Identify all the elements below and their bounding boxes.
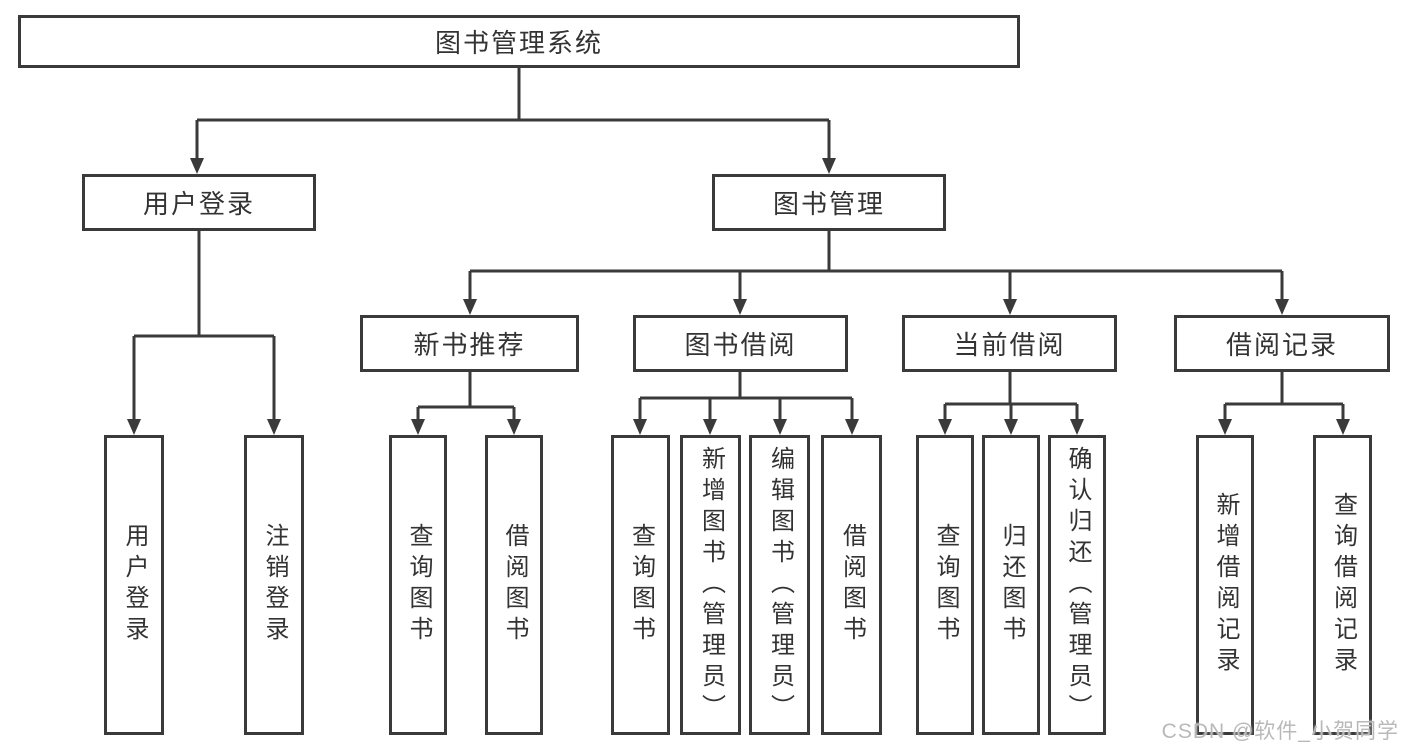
node-root-label: 图书管理系统 <box>434 28 603 58</box>
node-book-borrowing-label: 图书借阅 <box>684 330 797 360</box>
leaf-confirm-return-admin-label: 确认归还（管理员） <box>1064 445 1091 725</box>
node-user-login: 用户登录 <box>82 174 316 231</box>
leaf-return-books: 归还图书 <box>982 435 1040 735</box>
node-borrow-records: 借阅记录 <box>1174 315 1390 372</box>
leaf-query-books-recommend-label: 查询图书 <box>405 523 432 647</box>
leaf-add-borrow-record-label: 新增借阅记录 <box>1212 492 1239 678</box>
leaf-edit-book-admin-label: 编辑图书（管理员） <box>766 445 794 725</box>
leaf-return-books-label: 归还图书 <box>998 523 1025 647</box>
leaf-query-borrow-record-label: 查询借阅记录 <box>1329 492 1357 678</box>
node-current-borrowing: 当前借阅 <box>902 315 1117 372</box>
csdn-watermark: CSDN @软件_小贺同学 <box>1161 720 1399 743</box>
leaf-borrow-books-borrowing: 借阅图书 <box>821 435 882 735</box>
node-book-borrowing: 图书借阅 <box>633 315 848 372</box>
leaf-borrow-books-borrowing-label: 借阅图书 <box>838 523 866 647</box>
leaf-borrow-books-recommend-label: 借阅图书 <box>501 523 528 647</box>
node-root-system: 图书管理系统 <box>18 15 1020 68</box>
leaf-add-book-admin-label: 新增图书（管理员） <box>697 445 725 725</box>
node-book-management: 图书管理 <box>712 174 946 231</box>
leaf-logout-label: 注销登录 <box>261 523 288 647</box>
leaf-query-books-borrowing-label: 查询图书 <box>627 523 655 647</box>
leaf-add-book-admin: 新增图书（管理员） <box>680 435 741 735</box>
node-borrow-records-label: 借阅记录 <box>1225 330 1338 360</box>
leaf-confirm-return-admin: 确认归还（管理员） <box>1048 435 1106 735</box>
leaf-query-books-current-label: 查询图书 <box>932 523 959 647</box>
node-current-borrowing-label: 当前借阅 <box>953 330 1066 360</box>
leaf-logout: 注销登录 <box>244 435 304 735</box>
leaf-query-books-recommend: 查询图书 <box>389 435 447 735</box>
leaf-add-borrow-record: 新增借阅记录 <box>1196 435 1254 735</box>
node-new-book-recommend-label: 新书推荐 <box>413 330 526 360</box>
leaf-user-login: 用户登录 <box>104 435 164 735</box>
leaf-query-borrow-record: 查询借阅记录 <box>1313 435 1372 735</box>
leaf-edit-book-admin: 编辑图书（管理员） <box>749 435 810 735</box>
leaf-user-login-label: 用户登录 <box>121 523 148 647</box>
node-user-login-label: 用户登录 <box>142 189 255 219</box>
leaf-borrow-books-recommend: 借阅图书 <box>485 435 543 735</box>
leaf-query-books-current: 查询图书 <box>916 435 974 735</box>
node-new-book-recommend: 新书推荐 <box>360 315 579 372</box>
node-book-management-label: 图书管理 <box>772 189 885 219</box>
leaf-query-books-borrowing: 查询图书 <box>611 435 670 735</box>
